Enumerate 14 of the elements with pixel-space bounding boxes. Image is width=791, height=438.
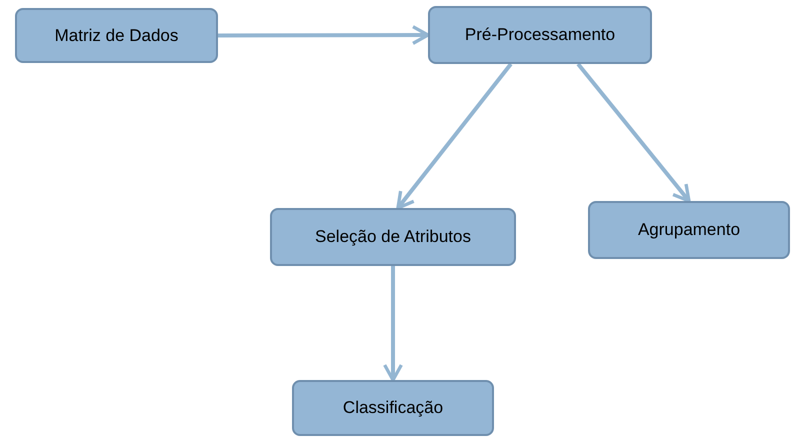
arrow (383, 266, 403, 382)
node-label: Matriz de Dados (54, 24, 178, 47)
process-box (270, 208, 516, 266)
arrow (218, 25, 430, 46)
arrow (576, 62, 691, 203)
arrow (396, 62, 512, 210)
process-box (428, 6, 652, 64)
process-box (588, 201, 790, 259)
node-label: Agrupamento (638, 219, 740, 242)
node-label: Classificação (342, 397, 444, 420)
node-label: Seleção de Atributos (315, 226, 471, 248)
node-label: Pré-Processamento (464, 24, 616, 46)
process-box (15, 8, 218, 63)
process-box (292, 380, 494, 436)
